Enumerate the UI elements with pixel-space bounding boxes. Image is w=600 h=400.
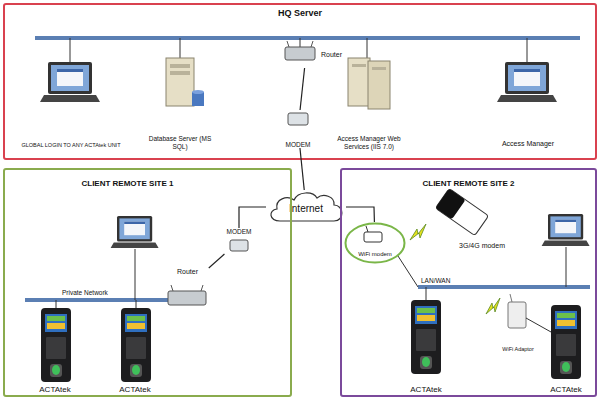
- device-label: GLOBAL LOGIN TO ANY ACTAtek UNIT: [15, 142, 127, 148]
- workstation: GLOBAL LOGIN TO ANY ACTAtek UNIT: [15, 58, 127, 148]
- hq-zone: HQ ServerGLOBAL LOGIN TO ANY ACTAtek UNI…: [3, 3, 597, 160]
- router-icon: [285, 47, 315, 60]
- network-link: [209, 254, 225, 268]
- modem: MODEM: [278, 110, 318, 148]
- database-cylinder-top: [192, 90, 204, 94]
- database-cylinder: [192, 92, 204, 106]
- router-antenna: [287, 41, 289, 47]
- router-antenna: [201, 285, 203, 291]
- router: Router: [165, 268, 210, 306]
- access-terminal: ACTAtek: [540, 302, 592, 394]
- router-antenna: [171, 285, 173, 291]
- wire: [180, 38, 181, 58]
- workstation: Access Manager: [488, 58, 568, 148]
- server-box: [348, 58, 370, 106]
- access-terminal: ACTAtek: [400, 298, 452, 394]
- device-label: WiFi Adaptor: [494, 346, 542, 352]
- terminal-icon: [41, 308, 71, 382]
- network-bus: [35, 36, 580, 40]
- drive-slot: [372, 67, 386, 70]
- wifi-modem: WiFi modem: [344, 222, 406, 264]
- laptop-icon: [111, 216, 159, 248]
- device-label: WiFi modem: [344, 251, 406, 258]
- web-server: Access Manager Web Services (IIS 7.0): [328, 54, 410, 150]
- node-outline: [344, 222, 406, 264]
- device-label: Router: [165, 268, 210, 276]
- site-zone: CLIENT REMOTE SITE 1 MODEM RouterACTAtek AC…: [3, 168, 292, 397]
- modem: MODEM: [220, 228, 258, 254]
- wire: [56, 300, 57, 308]
- device-label: MODEM: [278, 141, 318, 148]
- router-antenna: [311, 41, 313, 47]
- server-box: [368, 61, 390, 109]
- device-label: Database Server (MS SQL): [142, 135, 218, 150]
- terminal-icon: [551, 305, 581, 379]
- wire: [398, 256, 418, 287]
- wire: [135, 249, 136, 300]
- zone-title: HQ Server: [5, 8, 595, 18]
- device-label: 3G/4G modem: [430, 242, 505, 250]
- device-label: ACTAtek: [400, 385, 452, 394]
- laptop-icon: [542, 214, 590, 246]
- network-link: [239, 207, 266, 228]
- wireless-symbol: [486, 298, 500, 314]
- cloud-label: Internet: [266, 203, 346, 215]
- server-tower: [166, 58, 194, 106]
- wifi-modem-icon: [364, 232, 382, 242]
- wire: [367, 38, 368, 58]
- zone-title: CLIENT REMOTE SITE 1: [5, 179, 250, 188]
- cellular-modem: 3G/4G modem: [430, 186, 505, 250]
- wifi-adaptor-icon: [508, 302, 526, 328]
- site-zone: CLIENT REMOTE SITE 2 WiFi modem 3G/4G mode…: [340, 168, 597, 397]
- wire: [527, 38, 528, 62]
- network-bus: [418, 285, 590, 289]
- wifi-adaptor: WiFi Adaptor: [494, 296, 542, 352]
- network-label: LAN/WAN: [421, 277, 450, 284]
- cellular-modem-icon: [435, 188, 488, 235]
- wire: [300, 38, 301, 47]
- terminal-icon: [121, 308, 151, 382]
- drive-slot: [170, 71, 190, 75]
- wire: [136, 300, 137, 308]
- wire: [70, 38, 71, 62]
- drive-slot: [352, 64, 366, 67]
- adaptor-antenna: [510, 294, 512, 302]
- wireless-symbol: [410, 224, 426, 240]
- router: Router: [270, 42, 342, 68]
- laptop-icon: [40, 62, 100, 102]
- device-label: ACTAtek: [540, 385, 592, 394]
- device-label: MODEM: [220, 228, 258, 235]
- cellular-modem-body: [435, 188, 488, 235]
- drive-slot: [170, 64, 190, 68]
- wire: [426, 287, 427, 300]
- database-server: Database Server (MS SQL): [142, 54, 218, 150]
- wire: [526, 318, 551, 332]
- modem-antenna: [366, 226, 368, 232]
- network-label: Private Network: [62, 289, 108, 296]
- modem-icon: [288, 113, 308, 125]
- wire: [566, 247, 567, 287]
- router-icon: [168, 291, 206, 305]
- device-label: Router: [270, 51, 342, 59]
- device-label: ACTAtek: [110, 385, 160, 394]
- internet-cloud: Internet: [266, 190, 346, 224]
- device-label: ACTAtek: [30, 385, 80, 394]
- cellular-modem-cap: [435, 188, 465, 219]
- access-terminal: ACTAtek: [30, 306, 80, 394]
- terminal-icon: [411, 300, 441, 374]
- device-label: Access Manager: [488, 140, 568, 148]
- network-link: [300, 68, 305, 110]
- modem-icon: [230, 240, 248, 251]
- zone-title: CLIENT REMOTE SITE 2: [342, 179, 595, 188]
- network-link: [346, 207, 374, 222]
- network-bus: [25, 298, 175, 302]
- laptop-icon: [497, 62, 557, 102]
- device-label: Access Manager Web Services (IIS 7.0): [328, 135, 410, 150]
- access-terminal: ACTAtek: [110, 306, 160, 394]
- network-link: [300, 148, 304, 190]
